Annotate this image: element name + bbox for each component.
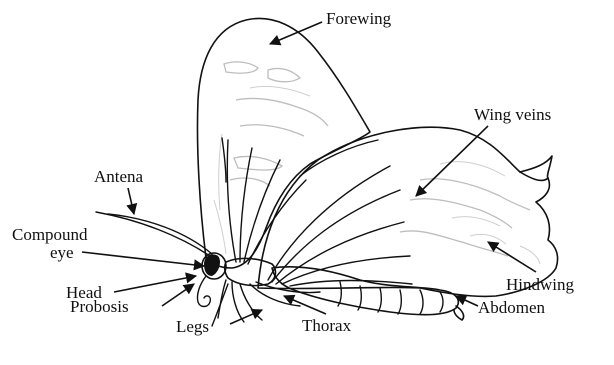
- label-abdomen: Abdomen: [456, 296, 546, 317]
- compound-eye-label-line1: Compound: [12, 225, 88, 244]
- label-thorax: Thorax: [284, 296, 352, 335]
- abdomen-label: Abdomen: [478, 298, 546, 317]
- antenna: [96, 212, 212, 256]
- forewing-label: Forewing: [326, 9, 392, 28]
- wing-veins-arrow: [416, 126, 488, 196]
- legs-arrow: [230, 310, 262, 324]
- hindwing-label: Hindwing: [506, 275, 575, 294]
- label-hindwing: Hindwing: [488, 242, 575, 294]
- forewing-veins: [222, 138, 306, 264]
- label-wing-veins: Wing veins: [416, 105, 551, 196]
- head-arrow: [114, 276, 196, 292]
- hindwing-veins: [268, 140, 412, 286]
- legs-label: Legs: [176, 317, 209, 336]
- probosis-label: Probosis: [70, 297, 129, 316]
- probosis-arrow: [162, 284, 194, 306]
- compound-eye-arrow: [82, 252, 204, 266]
- abdomen-arrow: [456, 296, 478, 306]
- thorax-label: Thorax: [302, 316, 352, 335]
- antena-arrow: [128, 188, 134, 214]
- hindwing-arrow: [488, 242, 536, 272]
- forewing-arrow: [270, 22, 322, 44]
- antena-label: Antena: [94, 167, 144, 186]
- wing-veins-label: Wing veins: [474, 105, 551, 124]
- proboscis: [197, 276, 210, 307]
- label-antena: Antena: [94, 167, 144, 214]
- compound-eye-label-line2: eye: [50, 243, 74, 262]
- hindwing-shape: [258, 127, 558, 296]
